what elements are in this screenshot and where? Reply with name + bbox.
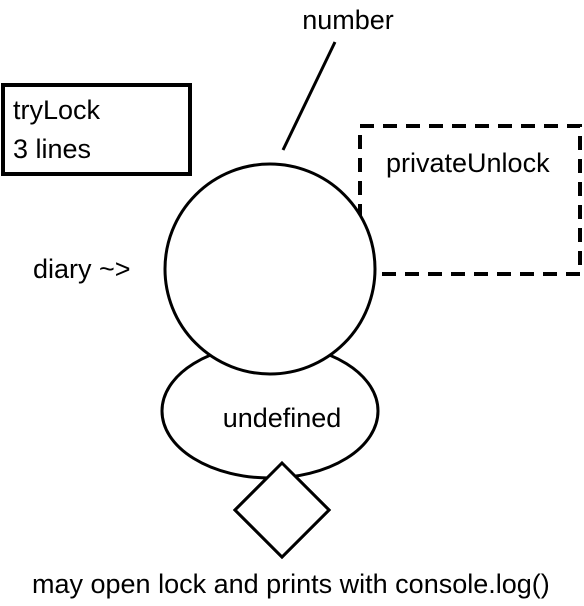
diary-circle xyxy=(163,162,377,376)
try-lock-label-line2: 3 lines xyxy=(13,134,91,164)
number-label: number xyxy=(302,5,394,35)
diamond-top xyxy=(232,460,332,560)
diary-label: diary ~> xyxy=(33,254,131,284)
number-connector-line xyxy=(281,41,337,151)
try-lock-label-line1: tryLock xyxy=(13,95,101,125)
undefined-label: undefined xyxy=(223,403,342,433)
private-unlock-label: privateUnlock xyxy=(386,148,550,178)
private-unlock-box xyxy=(358,124,582,276)
caption: may open lock and prints with console.lo… xyxy=(32,569,550,599)
try-lock-box xyxy=(1,83,192,176)
